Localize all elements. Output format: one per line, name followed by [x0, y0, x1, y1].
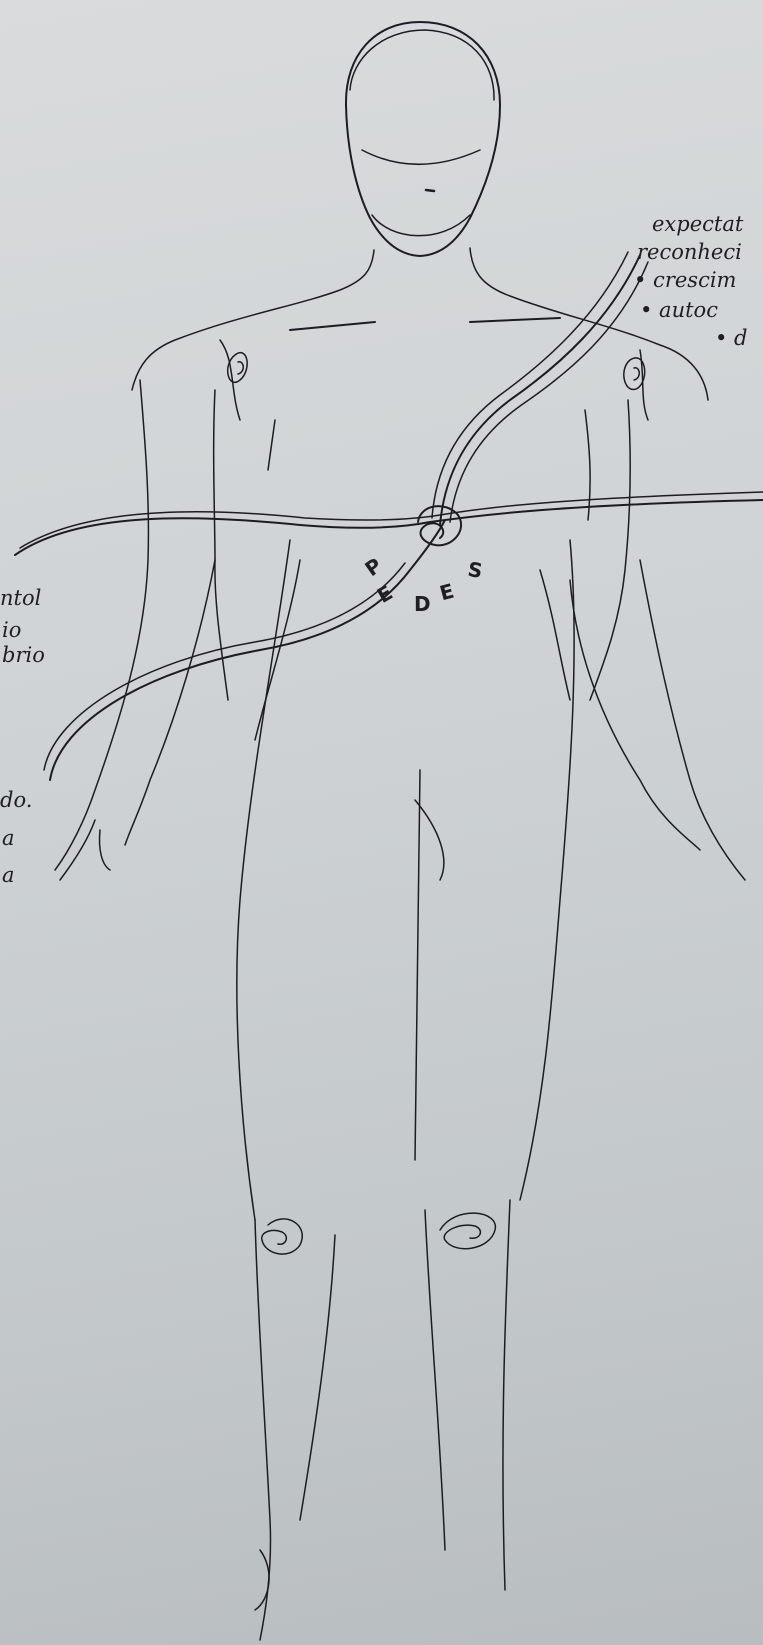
legs-outline: [237, 540, 574, 1640]
head-outline: [346, 22, 500, 256]
left-note-6: a: [2, 865, 15, 886]
left-note-2: io: [2, 620, 21, 641]
left-note-4: do.: [0, 790, 32, 811]
left-note-1: ntol: [0, 588, 41, 609]
torso-outline: [132, 248, 708, 700]
right-note-3: • crescim: [634, 270, 736, 291]
threads: [15, 252, 763, 780]
right-note-2: reconheci: [637, 242, 742, 263]
right-note-5: • d: [715, 328, 748, 349]
left-note-5: a: [2, 828, 15, 849]
arms-outline: [55, 380, 745, 880]
right-note-1: expectat: [652, 214, 743, 235]
left-note-3: brio: [2, 645, 45, 666]
right-note-4: • autoc: [640, 300, 718, 321]
center-letter-d: D: [414, 592, 431, 616]
